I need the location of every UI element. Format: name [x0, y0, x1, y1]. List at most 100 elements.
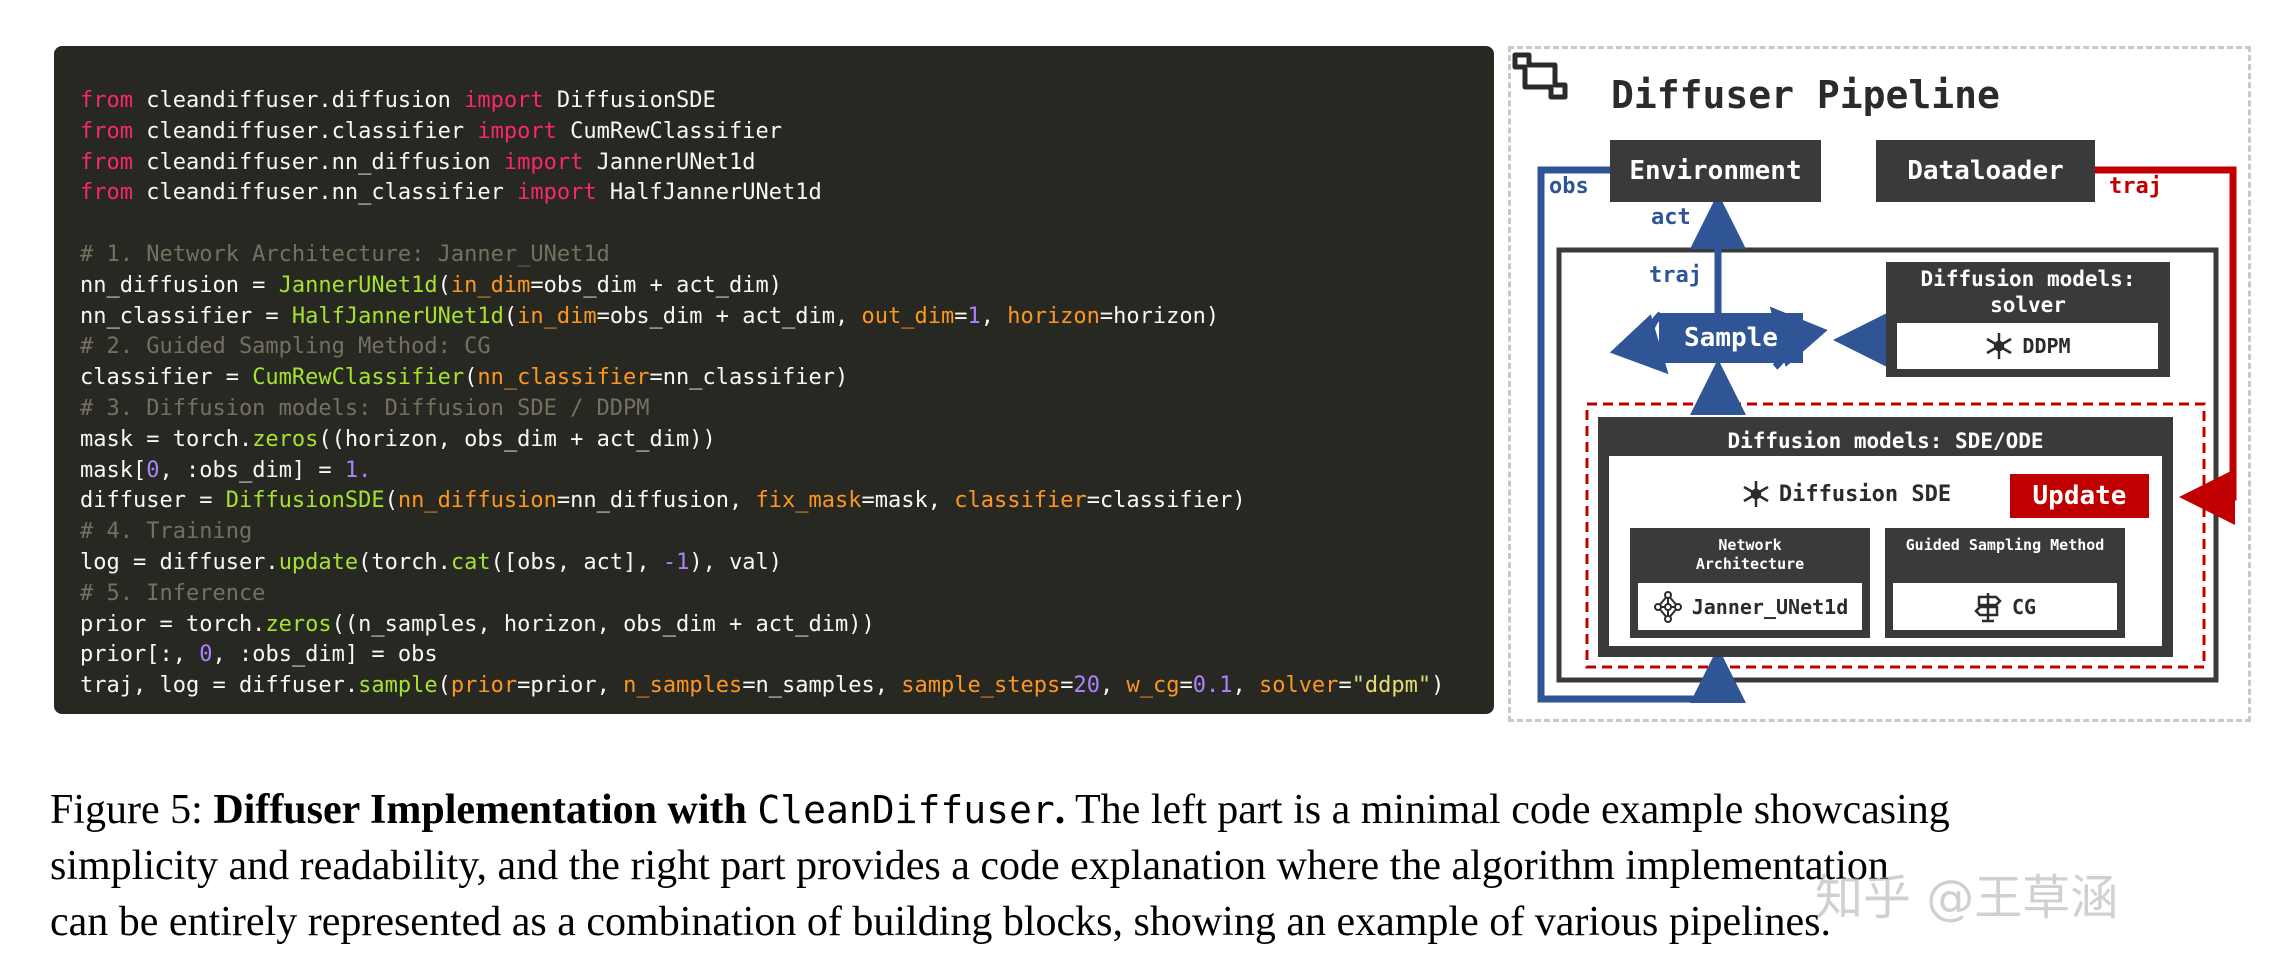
code-token: ( [384, 488, 398, 514]
code-token: =prior, [517, 673, 624, 699]
code-token: =obs_dim + act_dim, [596, 303, 862, 329]
code-token: n_samples [623, 673, 743, 699]
code-line: diffuser = DiffusionSDE(nn_diffusion=nn_… [80, 486, 1468, 517]
code-token: fix_mask [755, 488, 862, 514]
code-token: =obs_dim + act_dim) [530, 272, 783, 298]
net-arch-title: Network Architecture [1695, 536, 1805, 573]
code-token: , :obs_dim] = obs [212, 642, 438, 668]
traj-label-left: traj [1649, 263, 1702, 288]
caption-bold-end: . [1054, 787, 1066, 833]
code-token: 1 [967, 303, 981, 329]
code-token: import [503, 149, 584, 175]
code-token: log = diffuser. [80, 549, 279, 575]
sde-title: Diffusion models: SDE/ODE [1727, 429, 2044, 453]
act-label: act [1651, 205, 1691, 230]
code-token: =mask, [861, 488, 955, 514]
network-icon [1653, 590, 1682, 623]
code-token: = [1060, 673, 1074, 699]
code-token: # 5. Inference [80, 580, 266, 606]
code-token: =horizon) [1099, 303, 1220, 329]
code-token: , [980, 303, 1008, 329]
code-token: ) [1431, 673, 1445, 699]
watermark: 知乎 @王草涵 [1815, 870, 2119, 926]
code-token: update [278, 549, 359, 575]
code-token: import [464, 88, 544, 113]
code-token: prior[:, [80, 642, 200, 668]
code-token: JannerUNet1d [278, 272, 438, 298]
code-token: -1 [662, 549, 690, 575]
code-line: mask = torch.zeros((horizon, obs_dim + a… [80, 425, 1468, 456]
code-token: cleandiffuser.diffusion [132, 88, 465, 113]
code-token: zeros [265, 611, 332, 637]
code-token: solver [1258, 673, 1339, 699]
code-token: cleandiffuser.nn_classifier [132, 180, 518, 206]
code-token: ([obs, act], [490, 549, 663, 575]
traj-label-right: traj [2109, 174, 2162, 199]
code-token: 0.1 [1192, 673, 1233, 699]
code-token: mask[ [80, 457, 147, 483]
diffuser-pipeline-diagram: Diffuser Pipeline Environment Dataloader… [1508, 46, 2251, 722]
code-token: from [80, 180, 133, 206]
code-token: , [1232, 673, 1259, 699]
code-token: CumRewClassifier [252, 365, 465, 391]
code-token: zeros [252, 426, 319, 452]
code-token: ), val) [689, 549, 783, 575]
code-token: import [517, 180, 597, 206]
code-token: diffuser = [80, 488, 226, 514]
code-token: nn_diffusion = [80, 272, 279, 298]
code-line: prior[:, 0, :obs_dim] = obs [80, 640, 1468, 671]
code-token: CumRewClassifier [556, 118, 783, 144]
caption-line-1-rest: The left part is a minimal code example … [1065, 787, 1950, 833]
code-token: nn_classifier [477, 365, 650, 391]
code-token: import [477, 118, 557, 144]
code-token: # 4. Training [80, 519, 253, 545]
code-line: from cleandiffuser.nn_classifier import … [80, 178, 1468, 209]
code-token: mask = torch. [80, 426, 253, 452]
code-token: cat [450, 549, 491, 575]
code-line: log = diffuser.update(torch.cat([obs, ac… [80, 548, 1468, 579]
code-token: out_dim [861, 303, 955, 329]
guided-value: CG [2011, 594, 2037, 619]
code-line: traj, log = diffuser.sample(prior=prior,… [80, 671, 1468, 702]
code-token: ((n_samples, horizon, obs_dim + act_dim)… [331, 611, 875, 637]
code-line: from cleandiffuser.diffusion import Diff… [80, 86, 1468, 117]
caption-mono: CleanDiffuser [757, 788, 1055, 832]
dataloader-box: Dataloader [1876, 140, 2095, 202]
code-token: DiffusionSDE [225, 488, 385, 514]
caption-line-2: simplicity and readability, and the righ… [50, 843, 1889, 889]
environment-box: Environment [1610, 140, 1821, 202]
code-token: JannerUNet1d [583, 149, 756, 175]
code-line: # 5. Inference [80, 579, 1468, 610]
obs-label: obs [1549, 174, 1589, 199]
code-line: prior = torch.zeros((n_samples, horizon,… [80, 610, 1468, 641]
code-block: from cleandiffuser.diffusion import Diff… [54, 46, 1494, 714]
code-line: # 1. Network Architecture: Janner_UNet1d [80, 240, 1468, 271]
code-line: # 4. Training [80, 517, 1468, 548]
pipeline-connectors [1537, 166, 2237, 703]
code-line: nn_classifier = HalfJannerUNet1d(in_dim=… [80, 302, 1468, 333]
code-token: sample [358, 673, 438, 699]
code-token: # 2. Guided Sampling Method: CG [80, 334, 491, 360]
code-token: nn_diffusion [397, 488, 557, 514]
code-token: classifier [954, 488, 1087, 514]
code-token: 0 [199, 642, 213, 668]
code-token: prior [450, 673, 518, 699]
caption-line-1: Figure 5: Diffuser Implementation with C… [50, 787, 1950, 833]
code-token: 1. [344, 457, 372, 483]
code-token: ((horizon, obs_dim + act_dim)) [318, 426, 716, 452]
code-token: ( [503, 303, 518, 329]
code-token: =classifier) [1086, 488, 1246, 514]
code-token: =nn_classifier) [649, 365, 849, 391]
code-line: from cleandiffuser.nn_diffusion import J… [80, 148, 1468, 179]
code-token: = [954, 303, 968, 329]
snowflake-icon [1743, 481, 1769, 507]
code-token: DiffusionSDE [543, 88, 716, 113]
diagram-title: Diffuser Pipeline [1611, 73, 2000, 117]
code-token: , :obs_dim] = [159, 457, 345, 483]
snowflake-icon [1986, 333, 2013, 359]
code-token: in_dim [517, 303, 597, 329]
code-line: # 2. Guided Sampling Method: CG [80, 332, 1468, 363]
code-line: mask[0, :obs_dim] = 1. [80, 456, 1468, 487]
code-token: HalfJannerUNet1d [291, 303, 504, 329]
code-token: ( [437, 673, 451, 699]
